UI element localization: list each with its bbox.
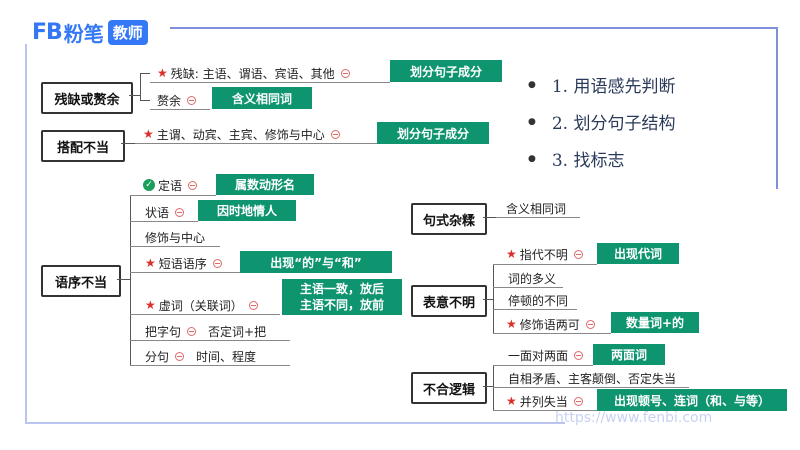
node-yuxu-ba-sentence: 把字句否定词+把 — [145, 324, 267, 339]
collapse-icon — [187, 95, 197, 105]
frame-bottom-line — [25, 422, 565, 424]
tag-yuxu-function-word: 主语一致，放后 主语不同，放前 — [282, 279, 402, 315]
collapse-icon — [330, 129, 340, 139]
bullet-2: ●2. 划分句子结构 — [528, 114, 676, 134]
node-canque-root: 残缺或赘余 — [41, 82, 133, 114]
frame-top-line — [170, 27, 776, 29]
fenbi-logo: FB 粉笔 教师 — [32, 18, 148, 46]
underline — [130, 246, 220, 247]
node-yuxu-root: 语序不当 — [41, 265, 121, 297]
tag-canque-lack: 划分句子成分 — [390, 60, 502, 82]
connector — [130, 195, 131, 365]
node-yuxu-clause: 分句时间、程度 — [145, 349, 257, 364]
node-biaoyi-pause: 停顿的不同 — [508, 293, 569, 308]
star-icon: ★ — [157, 66, 168, 80]
tag-line-1: 主语一致，放后 — [299, 282, 384, 296]
tag-dapei: 划分句子成分 — [377, 122, 489, 144]
bullet-3: ●3. 找标志 — [528, 151, 625, 171]
frame-left-line — [25, 44, 27, 422]
node-yuxu-function-word: ★虚词（关联词） — [145, 296, 264, 314]
connector — [117, 279, 130, 280]
underline — [493, 264, 597, 265]
star-icon: ★ — [145, 298, 156, 312]
logo-badge: 教师 — [107, 19, 148, 45]
node-luoji-one-vs-two: 一面对两面 — [508, 346, 589, 364]
connector — [483, 386, 493, 387]
tag-luoji-parallel: 出现顿号、连词（和、与等） — [597, 389, 787, 411]
node-luoji-contradiction: 自相矛盾、主客颠倒、否定失当 — [508, 371, 677, 386]
node-biaoyi-root: 表意不明 — [411, 285, 487, 317]
node-biaoyi-reference: ★指代不明 — [506, 245, 589, 263]
tag-yuxu-attributive: 属数动形名 — [216, 174, 314, 195]
check-icon: ✓ — [143, 179, 155, 191]
node-yuxu-attributive: ✓定语 — [143, 176, 203, 194]
collapse-icon — [340, 68, 350, 78]
underline — [130, 221, 198, 222]
node-yuxu-phrase: ★短语语序 — [145, 254, 228, 272]
star-icon: ★ — [506, 317, 517, 331]
node-luoji-parallel: ★并列失当 — [506, 392, 589, 410]
tag-canque-redundant: 含义相同词 — [212, 87, 312, 109]
underline — [130, 195, 216, 196]
node-yuxu-adverbial: 状语 — [145, 203, 190, 221]
underline — [150, 109, 210, 110]
collapse-icon — [188, 180, 198, 190]
node-canque-lack: ★残缺: 主语、谓语、宾语、其他 — [157, 64, 356, 82]
collapse-icon — [574, 350, 584, 360]
node-canque-redundant: 赘余 — [157, 91, 202, 109]
star-icon: ★ — [506, 394, 517, 408]
underline — [493, 387, 689, 388]
star-icon: ★ — [143, 127, 154, 141]
connector — [483, 217, 496, 218]
node-dapei-item: ★主谓、动宾、主宾、修饰与中心 — [143, 125, 346, 143]
collapse-icon — [573, 249, 583, 259]
collapse-icon — [187, 326, 197, 336]
underline — [493, 410, 597, 411]
collapse-icon — [248, 300, 258, 310]
collapse-icon — [175, 207, 185, 217]
tag-biaoyi-reference: 出现代词 — [597, 243, 679, 264]
node-biaoyi-modifier: ★修饰语两可 — [506, 315, 601, 333]
node-biaoyi-polysemy: 词的多义 — [508, 271, 557, 286]
collapse-icon — [573, 396, 583, 406]
underline — [150, 82, 390, 83]
node-zashi-root: 句式杂糅 — [411, 203, 487, 235]
tag-yuxu-phrase: 出现“的”与“和” — [240, 251, 392, 273]
underline — [496, 217, 580, 218]
underline — [493, 333, 611, 334]
node-zashi-item: 含义相同词 — [506, 201, 567, 216]
connector — [140, 100, 150, 101]
underline — [493, 365, 593, 366]
bullet-1: ●1. 用语感先判断 — [528, 77, 676, 97]
connector — [483, 299, 493, 300]
logo-mark: FB — [32, 19, 63, 45]
connector — [493, 264, 494, 333]
connector — [129, 95, 140, 96]
frame-right-line — [776, 27, 778, 189]
connector — [140, 73, 150, 74]
star-icon: ★ — [506, 247, 517, 261]
tag-yuxu-adverbial: 因时地情人 — [198, 200, 296, 221]
underline — [130, 340, 290, 341]
tag-line-2: 主语不同，放前 — [299, 298, 384, 312]
underline — [135, 143, 377, 144]
tag-biaoyi-modifier: 数量词+的 — [611, 312, 699, 333]
node-dapei-root: 搭配不当 — [41, 130, 125, 162]
collapse-icon — [212, 258, 222, 268]
underline — [130, 272, 240, 273]
underline — [493, 287, 563, 288]
watermark-url: https://www.fenbi.com — [555, 410, 713, 426]
connector — [140, 73, 141, 100]
collapse-icon — [585, 319, 595, 329]
logo-text: 粉笔 — [63, 21, 104, 46]
collapse-icon — [175, 351, 185, 361]
star-icon: ★ — [145, 256, 156, 270]
tag-luoji-one-vs-two: 两面词 — [593, 344, 665, 365]
underline — [130, 314, 280, 315]
node-yuxu-modifier: 修饰与中心 — [145, 230, 206, 245]
connector — [121, 143, 135, 144]
underline — [130, 365, 290, 366]
node-luoji-root: 不合逻辑 — [411, 372, 487, 404]
underline — [493, 309, 577, 310]
